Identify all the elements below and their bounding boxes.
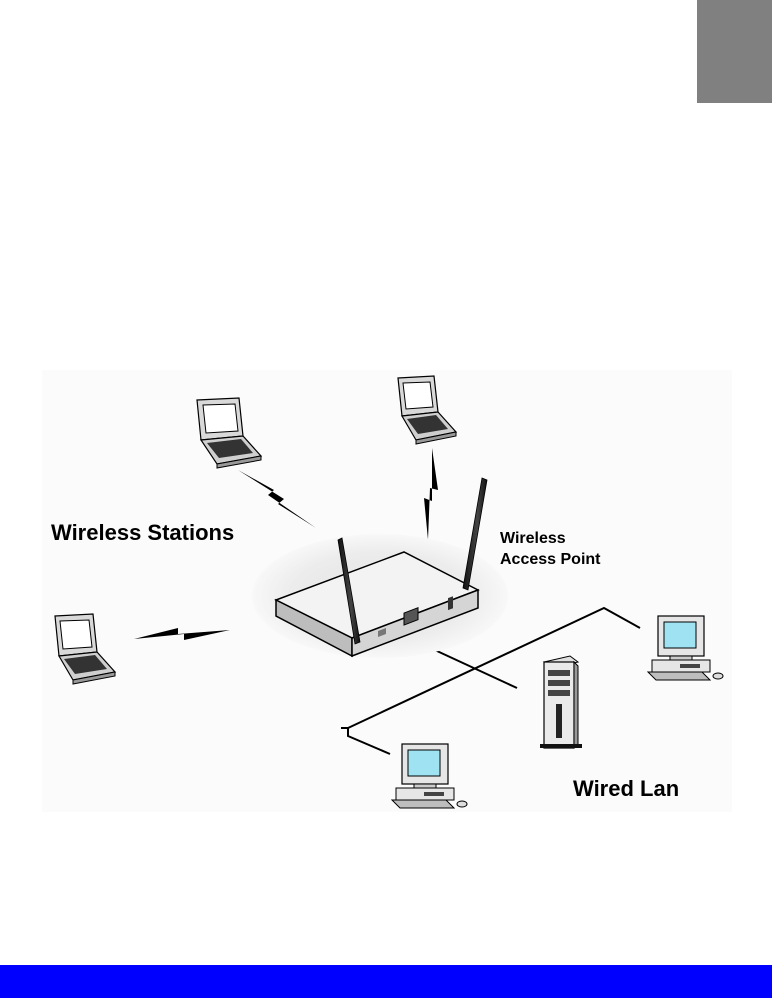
access-point-icon xyxy=(252,478,508,658)
laptop-icon xyxy=(55,614,115,684)
footer-bar xyxy=(0,965,772,998)
wireless-link-icon xyxy=(134,628,230,640)
network-diagram: Wireless Stations Wireless Access Point … xyxy=(42,370,732,812)
corner-tab xyxy=(697,0,772,103)
laptop-icon xyxy=(398,376,456,444)
desktop-pc-icon xyxy=(648,616,723,680)
wired-lan-label: Wired Lan xyxy=(573,776,679,802)
access-point-label-line2: Access Point xyxy=(500,549,600,570)
server-tower-icon xyxy=(540,656,582,748)
desktop-pc-icon xyxy=(392,744,467,808)
access-point-label-line1: Wireless xyxy=(500,528,600,549)
wireless-link-icon xyxy=(424,448,438,540)
network-diagram-canvas xyxy=(42,370,732,812)
wireless-link-icon xyxy=(238,470,316,528)
laptop-icon xyxy=(197,398,261,468)
access-point-label: Wireless Access Point xyxy=(500,528,600,570)
wireless-stations-label: Wireless Stations xyxy=(51,520,234,546)
